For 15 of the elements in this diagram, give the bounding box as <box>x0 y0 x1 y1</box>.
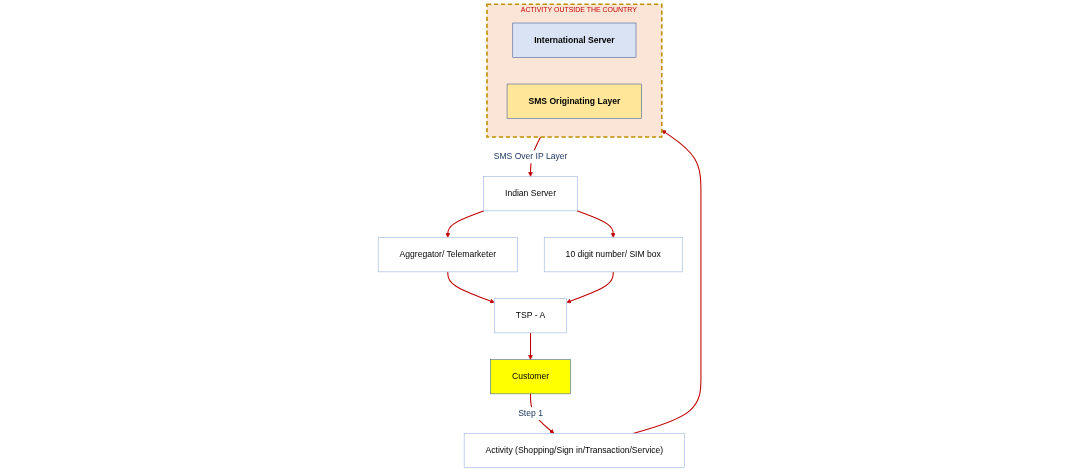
node-box: Indian Server <box>483 176 578 212</box>
node-box: International Server <box>512 22 637 58</box>
arrow <box>447 271 495 304</box>
node-box: Customer <box>490 359 571 395</box>
node-box: SMS Originating Layer <box>506 83 642 119</box>
node-box: Activity (Shopping/Sign in/Transaction/Service) <box>463 433 685 468</box>
arrow <box>528 332 533 360</box>
node-box: 10 digit number/ SIM box <box>543 237 683 273</box>
node-box: TSP - A <box>494 298 567 334</box>
arrow <box>566 271 614 304</box>
arrow <box>445 210 485 238</box>
node-box: Aggregator/ Telemarketer <box>377 237 518 273</box>
edge-label: Step 1 <box>518 408 543 418</box>
edge-label: SMS Over IP Layer <box>493 151 568 162</box>
arrow <box>576 210 616 238</box>
